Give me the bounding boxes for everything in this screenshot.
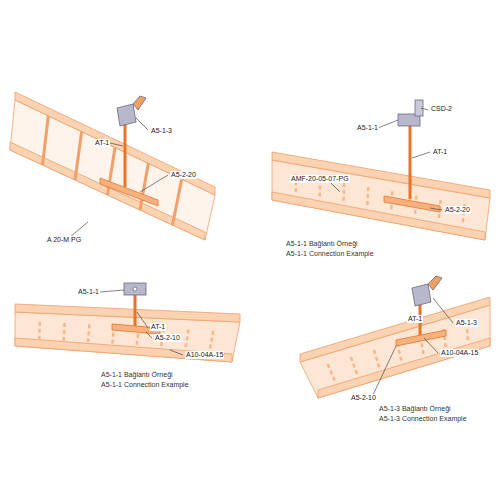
angle-bracket (124, 283, 146, 295)
beam-clamp (412, 284, 431, 306)
leader-line (424, 338, 438, 353)
part-label: A 20-M PG (46, 236, 82, 244)
threaded-rod (409, 124, 412, 198)
part-label: A5-2-20 (170, 171, 197, 179)
part-label: AT-1 (94, 139, 110, 147)
tray-side-rail (15, 304, 240, 322)
leader-line (100, 290, 124, 292)
leader-line (70, 222, 88, 237)
caption-text: A5-1-1 Bağlantı Örneği (100, 371, 174, 379)
part-label: AT-1 (407, 315, 423, 323)
perforation-slots (38, 322, 41, 339)
part-label: AT-1 (432, 148, 448, 156)
cable-tray (272, 152, 490, 240)
leader-line (140, 175, 168, 192)
caption-text: A5-1-3 Bağlantı Örneği (378, 405, 452, 413)
ladder-rung (43, 116, 49, 165)
part-label: CSD-2 (430, 105, 453, 113)
perforation-slots (367, 187, 368, 207)
part-label: AMF-20-05-07-PG (290, 175, 350, 183)
ladder-rung (140, 163, 148, 210)
support-channels (100, 178, 446, 346)
perforation-slots (88, 324, 89, 342)
ladder-rung (173, 179, 182, 225)
bolt-hole (133, 287, 137, 291)
tray-side-rail (10, 142, 205, 240)
leader-line (136, 118, 148, 130)
tray-side-rail (318, 338, 490, 398)
part-label: A5-2-10 (350, 394, 377, 402)
caption-text: A5-1-1 Connection Example (100, 381, 190, 389)
wing-nut (133, 96, 146, 110)
leader-line (421, 108, 428, 110)
leader-line (110, 143, 123, 146)
perforation-slots (374, 350, 380, 369)
leader-line (170, 350, 183, 355)
support-channel (396, 330, 446, 346)
caption-text: A5-1-1 Bağlantı Örneği (285, 240, 359, 248)
cable-tray (300, 297, 490, 398)
threaded-rod (134, 294, 137, 326)
tray-side-rail (272, 152, 490, 198)
perforation-slots (328, 364, 336, 382)
cable-tray (15, 304, 240, 362)
leader-line (137, 312, 148, 328)
perforation-slots (210, 331, 214, 351)
caption-text: A5-1-1 Connection Example (285, 250, 375, 258)
caption-text: A5-1-3 Connection Example (378, 415, 468, 423)
part-label: AT-1 (150, 323, 166, 331)
leader-line (433, 298, 453, 323)
part-label: A5-1-3 (455, 319, 478, 327)
part-label: A10-04A-15 (440, 349, 479, 357)
cable-trays (10, 92, 490, 398)
support-channel (100, 178, 158, 206)
perforation-slots (185, 329, 188, 348)
ladder-rung (75, 132, 82, 180)
perforation-slots (351, 357, 358, 376)
tray-bottom (10, 100, 215, 240)
tray-side-rail (15, 338, 232, 362)
part-label: A5-2-20 (444, 206, 471, 214)
leader-line (330, 182, 340, 192)
tray-side-rail (300, 297, 490, 362)
part-label: A5-2-10 (154, 334, 181, 342)
leader-line (378, 120, 398, 128)
cable-tray (10, 92, 215, 240)
tray-side-rail (272, 192, 485, 240)
wing-nut (428, 276, 442, 290)
hanger-rods (125, 122, 420, 338)
part-label: A5-1-1 (77, 288, 100, 296)
leader-line (412, 152, 430, 158)
part-label: A5-1-3 (150, 127, 173, 135)
leader-line (372, 346, 396, 397)
leader-line (146, 332, 152, 338)
leader-lines (70, 108, 453, 397)
perforation-slots (62, 323, 65, 341)
leader-line (430, 208, 442, 210)
tray-side-rail (15, 92, 215, 195)
part-label: A5-1-1 (356, 124, 379, 132)
brackets (117, 96, 442, 306)
perforation-slots (342, 183, 345, 203)
part-label: A10-04A-15 (185, 351, 224, 359)
threaded-rod (124, 122, 127, 186)
beam-clamp (117, 104, 136, 126)
support-channel (384, 196, 440, 212)
